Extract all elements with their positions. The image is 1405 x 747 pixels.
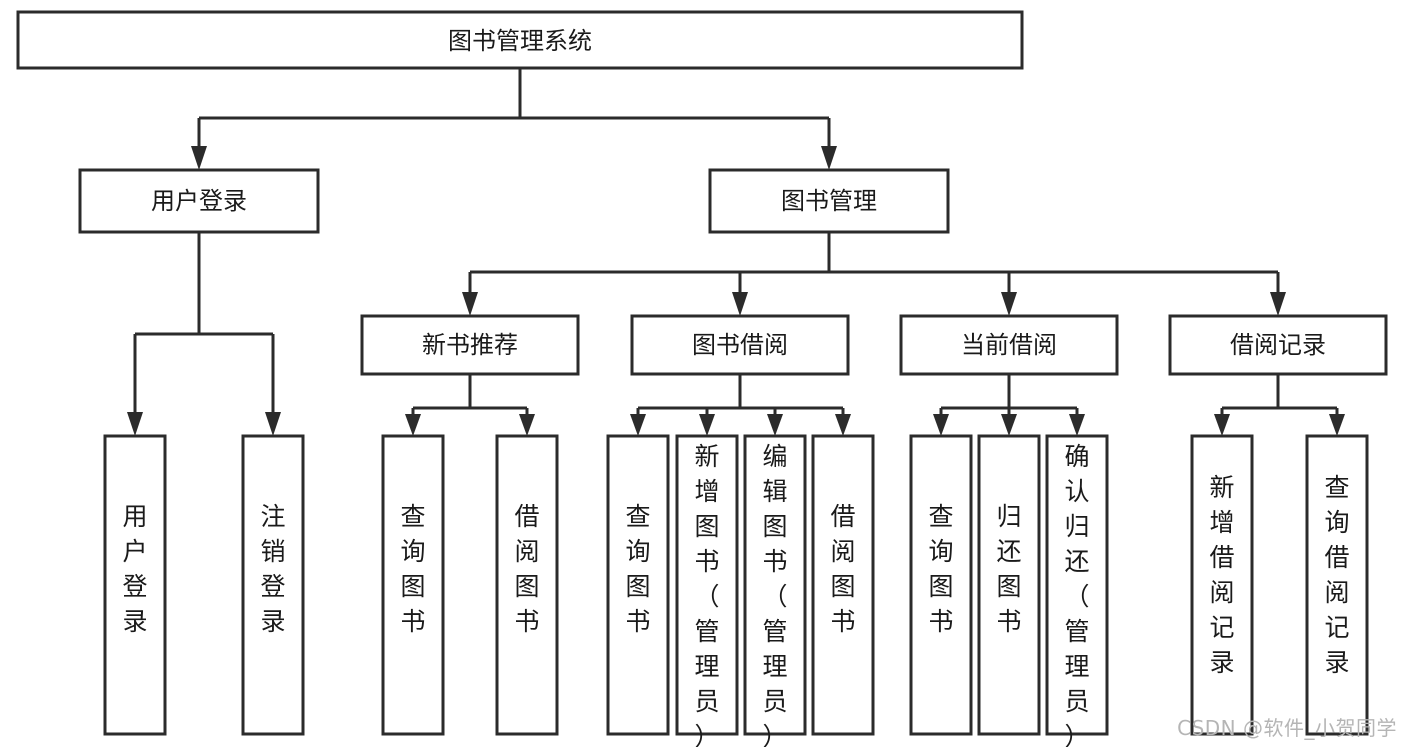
node-leaf-borrow-book-1-label: 借阅图书 [514, 502, 539, 636]
node-leaf-add-borrow-record[interactable]: 新增借阅记录 [1190, 434, 1254, 736]
node-leaf-query-book-2-box[interactable] [606, 434, 670, 736]
node-root[interactable]: 图书管理系统 [16, 10, 1024, 70]
arrowhead-book-borrow [732, 292, 748, 316]
node-leaf-return-book-box[interactable] [977, 434, 1041, 736]
arrowhead-leaf-borrow-book-2 [835, 414, 851, 436]
node-leaf-add-book-admin-box[interactable] [675, 434, 739, 736]
node-leaf-confirm-return-admin-label: 确认归还（管理员） [1064, 442, 1089, 747]
node-current-borrow-box[interactable] [899, 314, 1119, 376]
arrowhead-leaf-query-book-3 [933, 414, 949, 436]
node-borrow-record[interactable]: 借阅记录 [1168, 314, 1388, 376]
node-book-manage[interactable]: 图书管理 [708, 168, 950, 234]
node-leaf-borrow-book-2-box[interactable] [811, 434, 875, 736]
node-leaf-edit-book-admin[interactable]: 编辑图书（管理员） [743, 434, 807, 747]
node-leaf-user-logout[interactable]: 注销登录 [241, 434, 305, 736]
arrowhead-current-borrow [1001, 292, 1017, 316]
node-borrow-record-box[interactable] [1168, 314, 1388, 376]
node-leaf-query-borrow-record[interactable]: 查询借阅记录 [1305, 434, 1369, 736]
arrowhead-leaf-query-book-2 [630, 414, 646, 436]
node-user-login-label: 用户登录 [151, 187, 247, 215]
node-leaf-user-login-label: 用户登录 [122, 502, 147, 636]
node-new-book-recommend[interactable]: 新书推荐 [360, 314, 580, 376]
node-root-box[interactable] [16, 10, 1024, 70]
node-leaf-user-logout-label: 注销登录 [260, 502, 285, 636]
node-leaf-user-logout-box[interactable] [241, 434, 305, 736]
node-leaf-edit-book-admin-box[interactable] [743, 434, 807, 736]
node-leaf-query-borrow-record-box[interactable] [1305, 434, 1369, 736]
node-leaf-add-borrow-record-box[interactable] [1190, 434, 1254, 736]
node-book-manage-label: 图书管理 [781, 187, 877, 215]
arrowhead-leaf-add-borrow-record [1214, 414, 1230, 436]
arrowhead-bookmanage [821, 146, 837, 170]
node-leaf-user-login[interactable]: 用户登录 [103, 434, 167, 736]
node-borrow-record-label: 借阅记录 [1230, 331, 1326, 359]
node-leaf-query-book-2-label: 查询图书 [625, 502, 650, 636]
node-leaf-user-login-box[interactable] [103, 434, 167, 736]
arrowhead-leaf-add-book-admin [699, 414, 715, 436]
node-root-label: 图书管理系统 [448, 27, 592, 55]
node-leaf-query-book-3-box[interactable] [909, 434, 973, 736]
csdn-watermark: CSDN @软件_小贺同学 [1177, 716, 1397, 740]
node-user-login-box[interactable] [78, 168, 320, 234]
arrowhead-borrow-record [1270, 292, 1286, 316]
node-leaf-add-book-admin-label: 新增图书（管理员） [694, 442, 719, 747]
node-leaf-borrow-book-2[interactable]: 借阅图书 [811, 434, 875, 736]
node-leaf-return-book-label: 归还图书 [996, 502, 1021, 636]
node-leaf-borrow-book-1[interactable]: 借阅图书 [495, 434, 559, 736]
node-leaf-query-book-2[interactable]: 查询图书 [606, 434, 670, 736]
node-current-borrow[interactable]: 当前借阅 [899, 314, 1119, 376]
node-leaf-confirm-return-admin-box[interactable] [1045, 434, 1109, 736]
arrowhead-leaf-user-login [127, 412, 143, 436]
node-leaf-borrow-book-2-label: 借阅图书 [830, 502, 855, 636]
node-book-manage-box[interactable] [708, 168, 950, 234]
arrowhead-leaf-return-book [1001, 414, 1017, 436]
node-leaf-query-book-3-label: 查询图书 [928, 502, 953, 636]
arrowhead-leaf-confirm-return-admin [1069, 414, 1085, 436]
node-leaf-query-book-3[interactable]: 查询图书 [909, 434, 973, 736]
node-new-book-recommend-label: 新书推荐 [422, 331, 518, 359]
node-leaf-borrow-book-1-box[interactable] [495, 434, 559, 736]
arrowhead-leaf-query-borrow-record [1329, 414, 1345, 436]
edges-group [127, 68, 1345, 436]
node-leaf-query-book-1-label: 查询图书 [400, 502, 425, 636]
arrowhead-leaf-query-book-1 [405, 414, 421, 436]
node-current-borrow-label: 当前借阅 [961, 331, 1057, 359]
node-book-borrow[interactable]: 图书借阅 [630, 314, 850, 376]
node-leaf-edit-book-admin-label: 编辑图书（管理员） [762, 442, 787, 747]
arrowhead-leaf-user-logout [265, 412, 281, 436]
node-leaf-query-borrow-record-label: 查询借阅记录 [1324, 473, 1349, 677]
arrowhead-leaf-edit-book-admin [767, 414, 783, 436]
node-leaf-query-book-1[interactable]: 查询图书 [381, 434, 445, 736]
node-leaf-return-book[interactable]: 归还图书 [977, 434, 1041, 736]
arrowhead-userlogin [191, 146, 207, 170]
node-book-borrow-box[interactable] [630, 314, 850, 376]
node-user-login[interactable]: 用户登录 [78, 168, 320, 234]
node-leaf-confirm-return-admin[interactable]: 确认归还（管理员） [1045, 434, 1109, 747]
arrowhead-new-book-recommend [462, 292, 478, 316]
node-new-book-recommend-box[interactable] [360, 314, 580, 376]
node-leaf-query-book-1-box[interactable] [381, 434, 445, 736]
node-leaf-add-book-admin[interactable]: 新增图书（管理员） [675, 434, 739, 747]
node-book-borrow-label: 图书借阅 [692, 331, 788, 359]
arrowhead-leaf-borrow-book-1 [519, 414, 535, 436]
node-leaf-add-borrow-record-label: 新增借阅记录 [1209, 473, 1234, 677]
